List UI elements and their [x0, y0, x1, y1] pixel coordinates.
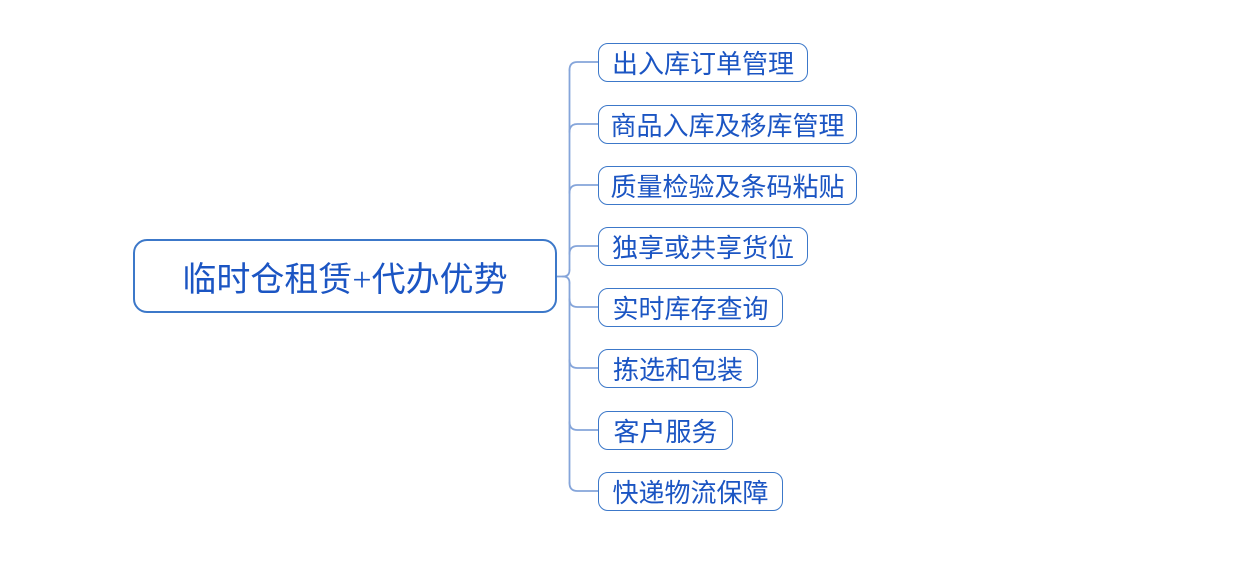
connector-branch-2 [568, 184, 599, 194]
connector-branch-7 [568, 482, 599, 492]
child-node-inbound-relocation[interactable]: 商品入库及移库管理 [598, 105, 857, 144]
child-node-label: 实时库存查询 [612, 295, 769, 324]
child-node-label: 独享或共享货位 [611, 234, 794, 263]
connector-branch-3 [568, 245, 599, 255]
child-node-order-management[interactable]: 出入库订单管理 [598, 43, 808, 82]
connector-branch-5 [568, 359, 599, 369]
child-node-label: 商品入库及移库管理 [610, 112, 845, 141]
child-node-label: 拣选和包装 [612, 356, 743, 385]
child-node-label: 客户服务 [613, 418, 718, 447]
child-node-label: 出入库订单管理 [611, 50, 794, 79]
root-node[interactable]: 临时仓租赁+代办优势 [133, 239, 557, 313]
child-node-picking-packing[interactable]: 拣选和包装 [598, 349, 758, 388]
connector-junction-up [562, 269, 571, 278]
child-node-realtime-inventory[interactable]: 实时库存查询 [598, 288, 783, 327]
connector-branch-0 [568, 61, 599, 71]
connector-branch-1 [568, 123, 599, 133]
child-node-label: 质量检验及条码粘贴 [610, 173, 845, 202]
connector-junction-down [562, 275, 571, 284]
child-node-customer-service[interactable]: 客户服务 [598, 411, 733, 450]
connector-branch-6 [568, 421, 599, 431]
child-node-label: 快递物流保障 [612, 479, 769, 508]
child-node-shared-slots[interactable]: 独享或共享货位 [598, 227, 808, 266]
root-node-label: 临时仓租赁+代办优势 [182, 261, 508, 299]
connector-branch-4 [568, 298, 599, 308]
child-node-quality-barcode[interactable]: 质量检验及条码粘贴 [598, 166, 857, 205]
child-node-express-logistics[interactable]: 快递物流保障 [598, 472, 783, 511]
